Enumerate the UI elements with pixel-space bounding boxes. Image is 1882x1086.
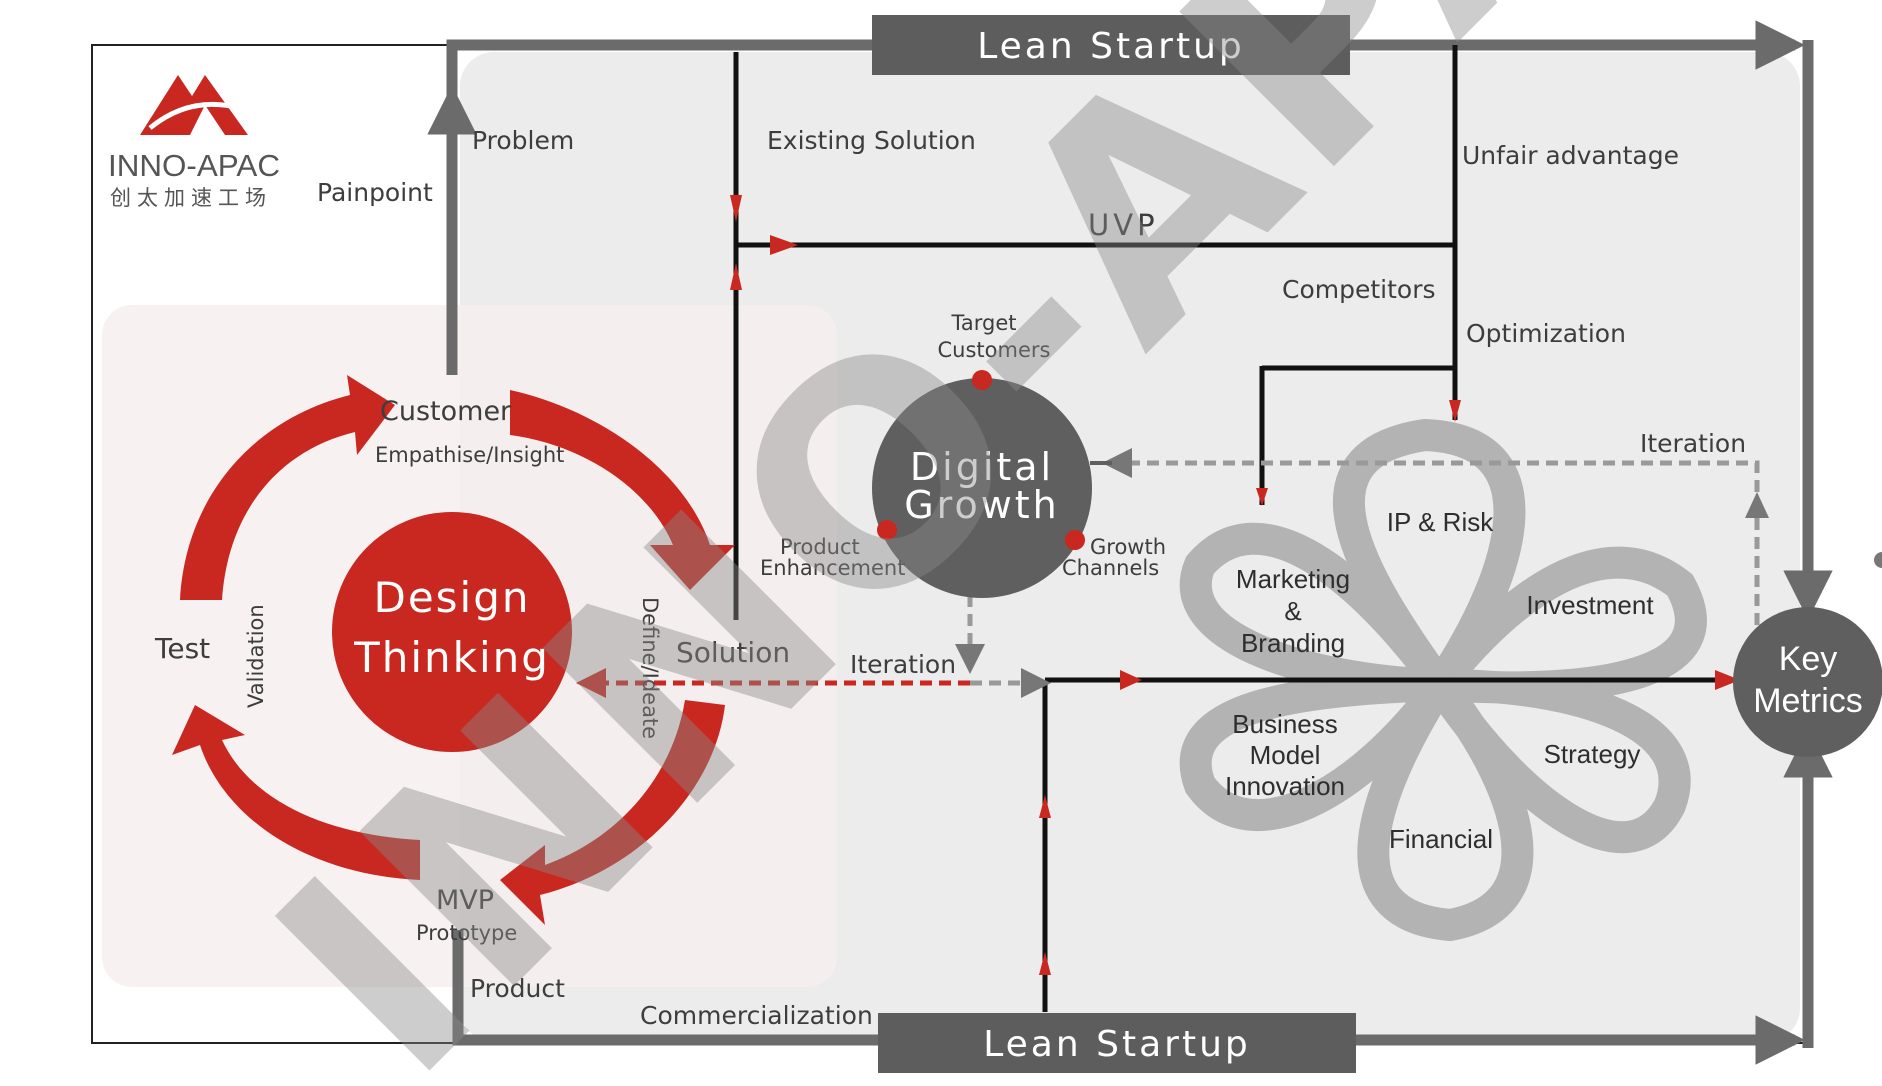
investment-label: Investment [1526, 590, 1654, 620]
unfair-advantage-label: Unfair advantage [1462, 141, 1679, 170]
key-metrics-line2: Metrics [1753, 682, 1863, 720]
key-metrics-line1: Key [1779, 640, 1838, 678]
existing-solution-label: Existing Solution [767, 126, 976, 155]
bottom-banner: Lean Startup [878, 1013, 1356, 1073]
iteration-mid-label: Iteration [850, 650, 956, 679]
solution-label: Solution [676, 636, 790, 669]
product-label-line2: Enhancement [760, 556, 905, 580]
target-label-line2: Customers [938, 338, 1051, 362]
business-line1: Business [1232, 709, 1338, 739]
bottom-banner-label: Lean Startup [983, 1024, 1251, 1065]
growth-label-line1: Growth [1090, 535, 1166, 559]
growth-channels-dot [1065, 530, 1085, 550]
business-line3: Innovation [1225, 771, 1345, 801]
financial-label: Financial [1389, 824, 1493, 854]
customer-label: Customer [380, 396, 512, 427]
product-label-line1: Product [780, 535, 860, 559]
problem-label: Problem [472, 126, 574, 155]
key-metrics-node [1733, 607, 1882, 757]
digital-growth-line1: Digital [910, 445, 1054, 489]
logo-subtitle: 创太加速工场 [110, 186, 272, 210]
lean-structure [733, 45, 1735, 1012]
competitors-label: Competitors [1282, 275, 1436, 304]
define-label: Define/Ideate [638, 597, 662, 739]
product-label: Product [470, 974, 565, 1003]
marketing-line3: Branding [1241, 628, 1345, 658]
design-center-line1: Design [373, 573, 530, 622]
target-customers-dot [972, 370, 992, 390]
validation-label: Validation [244, 604, 268, 708]
business-line2: Model [1250, 740, 1321, 770]
target-label-line1: Target [951, 311, 1017, 335]
prototype-label: Prototype [416, 921, 517, 945]
design-center-line2: Thinking [353, 633, 550, 682]
marketing-line1: Marketing [1236, 564, 1350, 594]
iteration-lines [576, 448, 1769, 698]
painpoint-label: Painpoint [317, 178, 433, 207]
logo-name: INNO-APAC [108, 148, 280, 183]
iteration-top-label: Iteration [1640, 429, 1746, 458]
mvp-label: MVP [436, 885, 494, 916]
edge-dot [1874, 552, 1882, 568]
growth-label-line2: Channels [1062, 556, 1159, 580]
top-banner-label: Lean Startup [977, 26, 1245, 67]
inno-apac-logo: INNO-APAC 创太加速工场 [108, 75, 280, 210]
marketing-line2: & [1284, 596, 1301, 626]
red-flow-arrows [730, 195, 1740, 975]
business-flower [1179, 418, 1707, 942]
optimization-label: Optimization [1466, 319, 1626, 348]
top-banner: Lean Startup [872, 15, 1350, 75]
design-thinking-core [332, 512, 572, 752]
empathise-label: Empathise/Insight [375, 443, 564, 467]
uvp-label: UVP [1088, 208, 1159, 242]
product-enhancement-dot [877, 520, 897, 540]
strategy-label: Strategy [1544, 739, 1641, 769]
ip-risk-label: IP & Risk [1387, 507, 1494, 537]
commercialization-label: Commercialization [640, 1001, 873, 1030]
digital-growth-line2: Growth [904, 483, 1060, 527]
design-thinking-cycle [172, 375, 735, 925]
test-label: Test [154, 632, 210, 665]
digital-growth-node [872, 370, 1112, 598]
